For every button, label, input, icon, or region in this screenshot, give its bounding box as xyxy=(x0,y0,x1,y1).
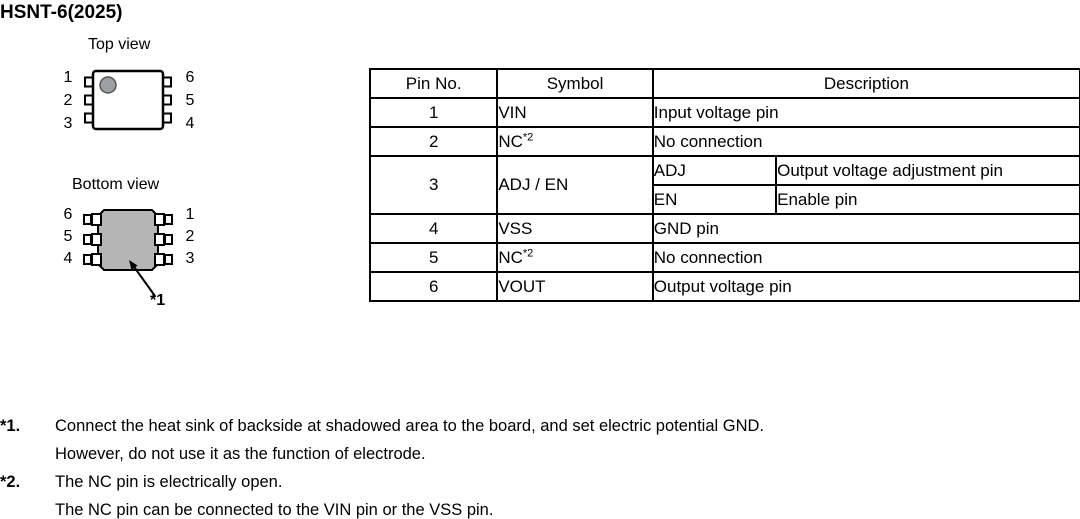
table-row: 2 NC*2 No connection xyxy=(368,126,1080,157)
package-title: HSNT-6(2025) xyxy=(0,2,123,23)
bottom-view-pin-number: 3 xyxy=(185,250,195,267)
footnote-line: The NC pin is electrically open. xyxy=(55,473,283,491)
description-cell: No connection xyxy=(651,242,1080,273)
bottom-view-pin-number: 4 xyxy=(63,250,73,267)
col-header-pin-no: Pin No. xyxy=(368,68,499,99)
sub-description-cell: Enable pin xyxy=(775,184,1080,215)
top-view-pin-number: 5 xyxy=(185,92,195,109)
symbol-text: VSS xyxy=(498,218,533,238)
pin-no-cell: 3 xyxy=(368,155,499,215)
footnote-line: Connect the heat sink of backside at sha… xyxy=(55,417,765,435)
bottom-view-pin-number: 2 xyxy=(185,228,195,245)
table-row: 3 ADJ / EN ADJ Output voltage adjustment… xyxy=(368,155,1080,215)
sub-symbol-cell: EN xyxy=(651,184,778,215)
top-view-pin-number: 2 xyxy=(63,92,73,109)
bottom-view-pin-number: 6 xyxy=(63,206,73,223)
description-cell: No connection xyxy=(651,126,1080,157)
footnote-text: The NC pin is electrically open. The NC … xyxy=(55,468,1080,519)
top-view-pin-number: 1 xyxy=(63,69,73,86)
table-row: 6 VOUT Output voltage pin xyxy=(368,271,1080,302)
pin-no-cell: 2 xyxy=(368,126,499,157)
symbol-text: ADJ / EN xyxy=(498,175,569,194)
table-row: EN Enable pin xyxy=(370,184,1080,215)
description-cell: GND pin xyxy=(651,213,1080,244)
bottom-view-label: Bottom view xyxy=(72,176,160,193)
description-cell: Output voltage pin xyxy=(651,271,1080,302)
top-view-chip-diagram xyxy=(84,69,172,131)
symbol-cell: ADJ / EN xyxy=(496,155,654,215)
symbol-cell: VIN xyxy=(496,97,654,128)
symbol-text: VIN xyxy=(498,102,527,122)
symbol-text: VOUT xyxy=(498,276,546,296)
top-view-pin-number: 4 xyxy=(185,115,195,132)
footnote-text: Connect the heat sink of backside at sha… xyxy=(55,412,1080,468)
top-view-pin-number: 6 xyxy=(185,69,195,86)
sub-description-cell: Output voltage adjustment pin xyxy=(775,155,1080,186)
footnote: *1. Connect the heat sink of backside at… xyxy=(0,412,1080,468)
footnotes: *1. Connect the heat sink of backside at… xyxy=(0,412,1080,519)
symbol-cell: VSS xyxy=(496,213,654,244)
heat-sink-pad xyxy=(97,209,159,271)
bottom-view-chip-diagram xyxy=(83,209,173,271)
pad-note-marker: *1 xyxy=(150,292,166,309)
pin-no-cell: 4 xyxy=(368,213,499,244)
table-row: 1 VIN Input voltage pin xyxy=(368,97,1080,128)
pad-note-arrow-icon xyxy=(129,260,156,297)
symbol-footnote-ref: *2 xyxy=(522,246,534,259)
symbol-text: NC xyxy=(498,131,523,151)
top-view-pin-number: 3 xyxy=(63,115,73,132)
symbol-cell: NC*2 xyxy=(496,126,654,157)
footnote-marker: *1. xyxy=(0,417,21,435)
footnote-line: However, do not use it as the function o… xyxy=(55,445,426,463)
col-header-description: Description xyxy=(651,68,1080,99)
pin-no-cell: 6 xyxy=(368,271,499,302)
pin-no-cell: 5 xyxy=(368,242,499,273)
bottom-view-pin-number: 5 xyxy=(63,228,73,245)
footnote-marker: *2. xyxy=(0,473,21,491)
pin1-marker-icon xyxy=(99,76,117,94)
symbol-text: NC xyxy=(498,247,523,267)
symbol-cell: VOUT xyxy=(496,271,654,302)
footnote-line: The NC pin can be connected to the VIN p… xyxy=(55,501,494,519)
footnote: *2. The NC pin is electrically open. The… xyxy=(0,468,1080,519)
sub-symbol-cell: ADJ xyxy=(651,155,778,186)
top-view-label: Top view xyxy=(88,36,151,53)
description-cell: Input voltage pin xyxy=(651,97,1080,128)
table-row: 4 VSS GND pin xyxy=(368,213,1080,244)
col-header-symbol: Symbol xyxy=(496,68,654,99)
table-row: 5 NC*2 No connection xyxy=(368,242,1080,273)
pin-function-table: Pin No. Symbol Description 1 VIN Input v… xyxy=(368,68,1080,302)
table-header-row: Pin No. Symbol Description xyxy=(368,68,1080,99)
pin-no-cell: 1 xyxy=(368,97,499,128)
bottom-view-pin-number: 1 xyxy=(185,206,195,223)
symbol-footnote-ref: *2 xyxy=(522,130,534,143)
symbol-cell: NC*2 xyxy=(496,242,654,273)
